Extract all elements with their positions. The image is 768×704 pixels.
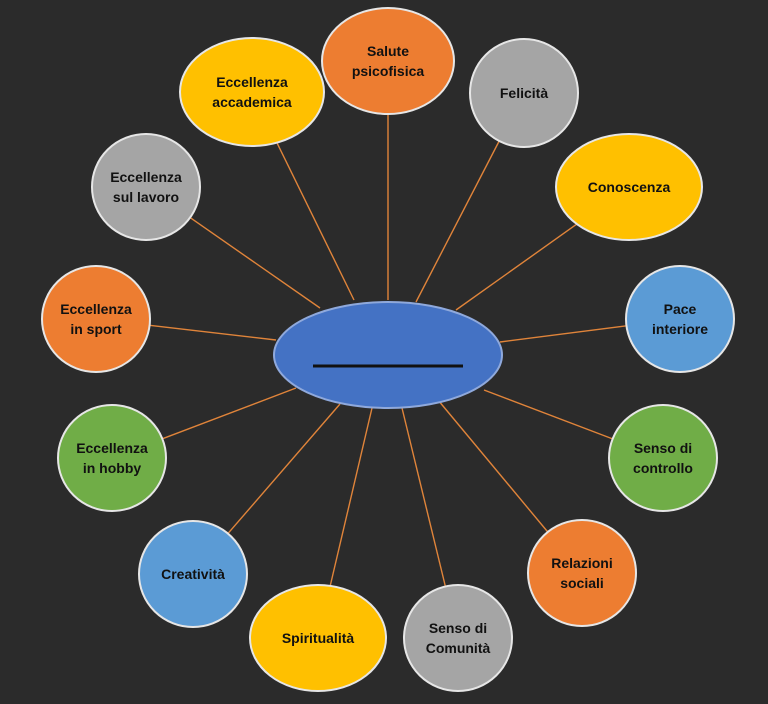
node-senso-di-controllo: Senso di controllo <box>608 404 718 512</box>
node-conoscenza: Conoscenza <box>555 133 703 241</box>
node-shape-creativita <box>138 520 248 628</box>
connector-eccellenza-in-sport <box>149 324 277 341</box>
node-label-relazioni-sociali-line-2: sociali <box>560 575 604 591</box>
node-shape-spiritualita <box>249 584 387 692</box>
connector-eccellenza-accademica <box>276 142 355 301</box>
node-spiritualita: Spiritualità <box>249 584 387 692</box>
node-label-conoscenza-line-1: Conoscenza <box>588 179 671 195</box>
connector-felicita <box>415 140 500 303</box>
node-pace-interiore: Pace interiore <box>625 265 735 373</box>
node-shape-eccellenza-in-hobby <box>57 404 167 512</box>
connector-creativita <box>227 403 341 535</box>
node-label-senso-di-comunita-line-1: Senso di <box>429 620 487 636</box>
node-eccellenza-in-hobby: Eccellenza in hobby <box>57 404 167 512</box>
node-label-pace-interiore-line-2: interiore <box>652 321 708 337</box>
node-shape-salute-psicofisica <box>321 7 455 115</box>
connector-eccellenza-sul-lavoro <box>189 217 321 309</box>
connector-eccellenza-in-hobby <box>162 387 297 440</box>
connector-senso-di-controllo <box>483 389 613 440</box>
connector-spiritualita <box>329 407 373 587</box>
node-shape-senso-di-comunita <box>403 584 513 692</box>
node-shape-pace-interiore <box>625 265 735 373</box>
connector-senso-di-comunita <box>401 407 447 587</box>
node-label-felicita-line-1: Felicità <box>500 85 548 101</box>
node-shape-relazioni-sociali <box>527 519 637 627</box>
node-label-pace-interiore-line-1: Pace <box>664 301 697 317</box>
node-eccellenza-accademica: Eccellenza accademica <box>179 37 325 147</box>
node-relazioni-sociali: Relazioni sociali <box>527 519 637 627</box>
node-label-eccellenza-in-hobby-line-1: Eccellenza <box>76 440 148 456</box>
node-label-eccellenza-in-sport-line-1: Eccellenza <box>60 301 132 317</box>
center-node <box>273 301 503 409</box>
node-label-eccellenza-sul-lavoro-line-1: Eccellenza <box>110 169 182 185</box>
node-label-salute-psicofisica-line-1: Salute <box>367 43 409 59</box>
node-salute-psicofisica: Salute psicofisica <box>321 7 455 115</box>
connector-lines <box>149 114 627 587</box>
node-shape-senso-di-controllo <box>608 404 718 512</box>
node-label-eccellenza-sul-lavoro-line-2: sul lavoro <box>113 189 179 205</box>
node-shape-conoscenza <box>555 133 703 241</box>
node-label-salute-psicofisica-line-2: psicofisica <box>352 63 425 79</box>
node-shape-eccellenza-accademica <box>179 37 325 147</box>
node-label-senso-di-controllo-line-1: Senso di <box>634 440 692 456</box>
node-label-eccellenza-in-sport-line-2: in sport <box>70 321 122 337</box>
node-label-eccellenza-in-hobby-line-2: in hobby <box>83 460 142 476</box>
node-shape-felicita <box>469 38 579 148</box>
connector-pace-interiore <box>499 325 627 343</box>
center-ellipse <box>273 301 503 409</box>
node-label-senso-di-comunita-line-2: Comunità <box>426 640 491 656</box>
node-eccellenza-sul-lavoro: Eccellenza sul lavoro <box>91 133 201 241</box>
node-label-eccellenza-accademica-line-2: accademica <box>212 94 292 110</box>
node-label-eccellenza-accademica-line-1: Eccellenza <box>216 74 288 90</box>
node-shape-eccellenza-sul-lavoro <box>91 133 201 241</box>
node-eccellenza-in-sport: Eccellenza in sport <box>41 265 151 373</box>
node-creativita: Creatività <box>138 520 248 628</box>
node-label-relazioni-sociali-line-1: Relazioni <box>551 555 612 571</box>
node-label-spiritualita-line-1: Spiritualità <box>282 630 355 646</box>
node-label-senso-di-controllo-line-2: controllo <box>633 460 693 476</box>
node-senso-di-comunita: Senso di Comunità <box>403 584 513 692</box>
node-label-creativita-line-1: Creatività <box>161 566 225 582</box>
node-felicita: Felicità <box>469 38 579 148</box>
node-shape-eccellenza-in-sport <box>41 265 151 373</box>
connector-conoscenza <box>455 223 578 311</box>
connector-relazioni-sociali <box>437 399 549 533</box>
